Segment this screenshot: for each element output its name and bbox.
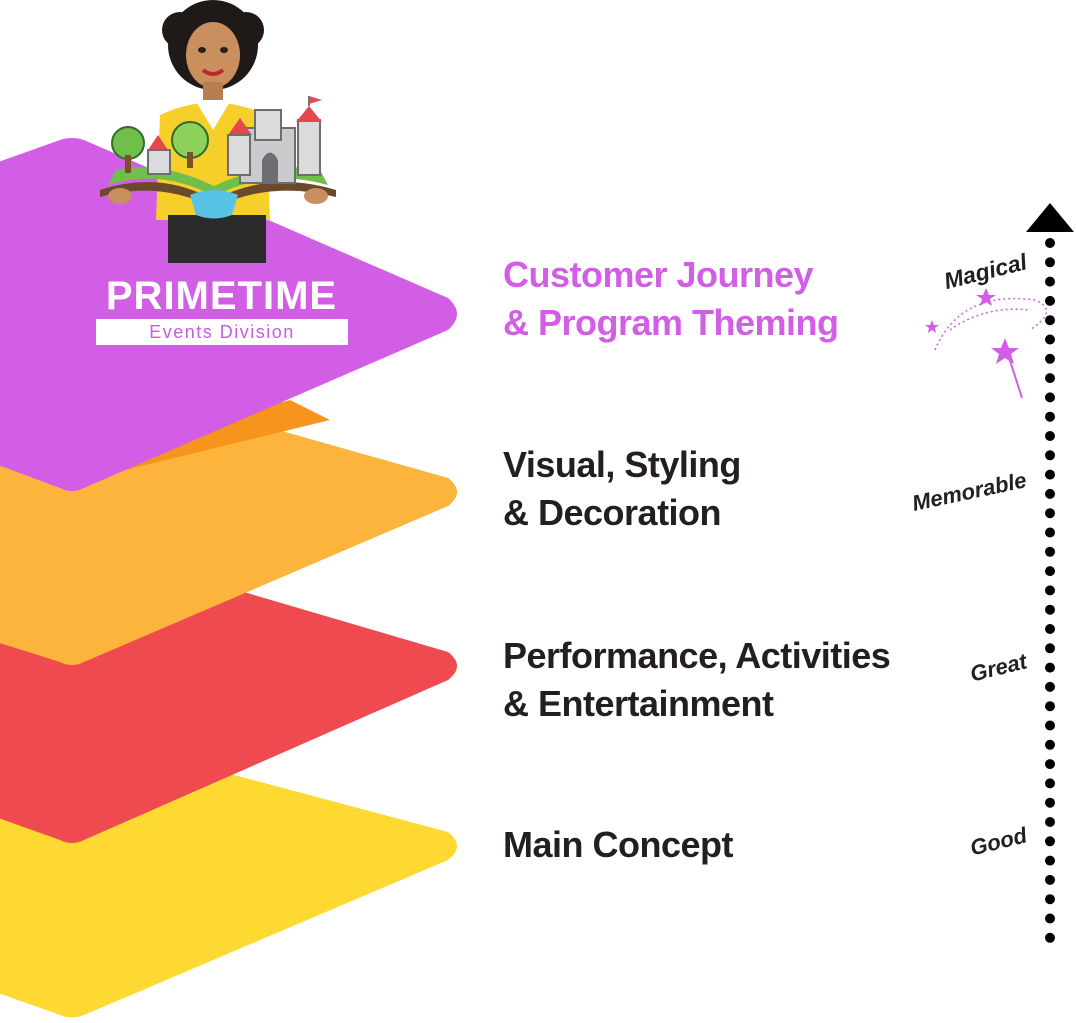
brand-logo-subtitle: Events Division <box>96 319 348 345</box>
brand-logo-title: PRIMETIME <box>105 274 338 318</box>
layer-label-line: Main Concept <box>503 824 734 865</box>
scale-dot <box>1045 276 1055 287</box>
layer-label-line: Visual, Styling <box>503 444 741 485</box>
layer-label-great: Performance, Activities & Entertainment <box>503 632 891 728</box>
scale-dot <box>1045 913 1055 924</box>
scale-dot <box>1045 488 1055 499</box>
scale-dot <box>1045 508 1055 519</box>
scale-dot <box>1045 662 1055 673</box>
layer-label-line: & Entertainment <box>503 683 774 724</box>
layer-label-line: Performance, Activities <box>503 635 891 676</box>
scale-dot <box>1045 778 1055 789</box>
scale-dot <box>1045 643 1055 654</box>
scale-dot <box>1045 469 1055 480</box>
scale-dot <box>1045 566 1055 577</box>
scale-dot <box>1045 701 1055 712</box>
scale-arrow <box>1026 203 1074 943</box>
scale-dot <box>1045 585 1055 596</box>
arrow-up-icon <box>1026 203 1074 232</box>
layer-label-line: Customer Journey <box>503 254 814 295</box>
scale-dot <box>1045 797 1055 808</box>
scale-dot <box>1045 624 1055 634</box>
scale-dot <box>1045 604 1055 615</box>
layer-label-memorable: Visual, Styling & Decoration <box>503 441 741 537</box>
scale-dot <box>1045 411 1055 422</box>
scale-dot <box>1045 855 1055 866</box>
scale-dot <box>1045 295 1055 306</box>
scale-dot <box>1045 759 1055 770</box>
scale-dot <box>1045 450 1055 461</box>
scale-dot <box>1045 817 1055 827</box>
scale-dot <box>1045 720 1055 731</box>
scale-dot <box>1045 431 1055 441</box>
layer-label-good: Main Concept <box>503 821 734 869</box>
layer-label-line: & Program Theming <box>503 302 839 343</box>
scale-dot <box>1045 836 1055 847</box>
mascot-illustration <box>100 0 336 263</box>
scale-dot <box>1045 373 1055 384</box>
scale-dot <box>1045 874 1055 885</box>
scale-dot <box>1045 334 1055 345</box>
magic-wand-icon <box>925 288 1047 399</box>
scale-dotted-line <box>1045 238 1055 943</box>
scale-dot <box>1045 315 1055 326</box>
scale-dot <box>1045 257 1055 268</box>
scale-dot <box>1045 894 1055 905</box>
layer-label-line: & Decoration <box>503 492 722 533</box>
layer-magical-shape <box>0 138 457 491</box>
layer-label-magical: Customer Journey & Program Theming <box>503 251 839 347</box>
scale-dot <box>1045 681 1055 692</box>
scale-dot <box>1045 546 1055 557</box>
scale-dot <box>1045 527 1055 538</box>
scale-dot <box>1045 932 1055 943</box>
scale-dot <box>1045 353 1055 364</box>
scale-dot <box>1045 392 1055 403</box>
scale-dot <box>1045 238 1055 248</box>
scale-dot <box>1045 739 1055 750</box>
